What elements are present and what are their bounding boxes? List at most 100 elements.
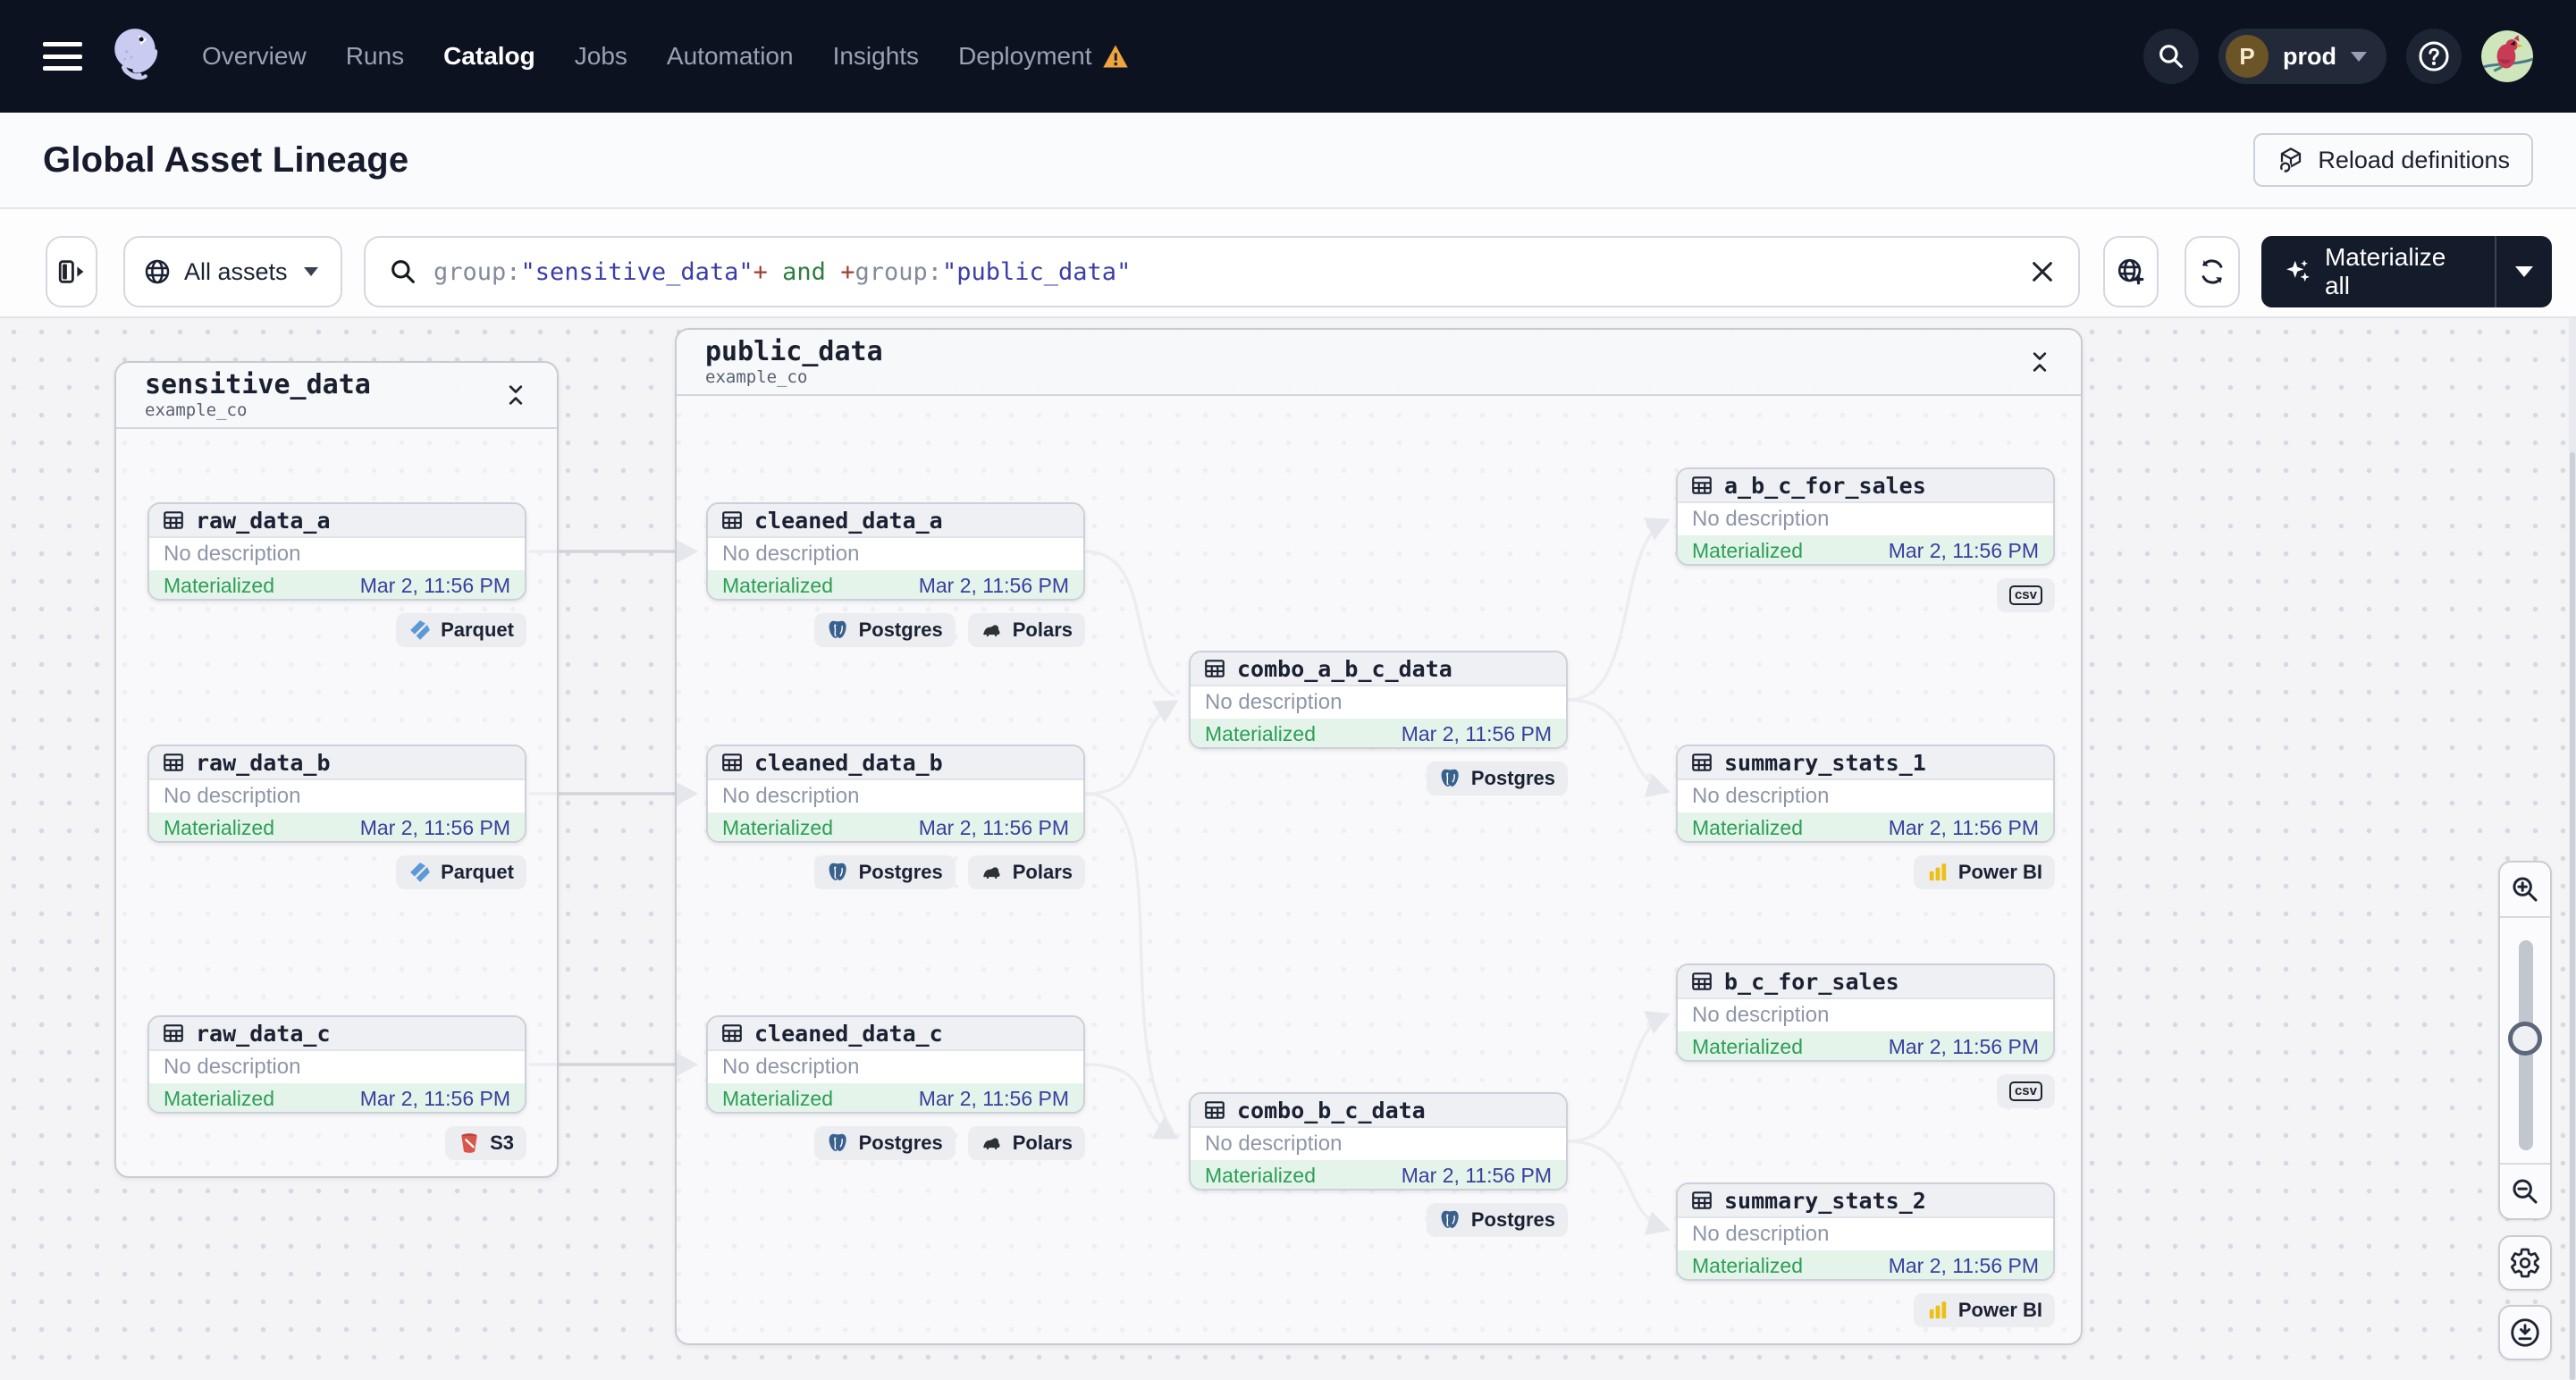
materialize-all-main[interactable]: Materialize all bbox=[2261, 236, 2495, 307]
nav-item-insights[interactable]: Insights bbox=[832, 42, 920, 70]
kind-badge-postgres[interactable]: Postgres bbox=[813, 613, 955, 647]
asset-node-summary-stats-2[interactable]: summary_stats_2 No description Materiali… bbox=[1676, 1182, 2055, 1281]
group-header[interactable]: sensitive_data example_co bbox=[116, 363, 557, 429]
asset-name: summary_stats_2 bbox=[1724, 1187, 1926, 1214]
chevron-down-icon bbox=[303, 267, 318, 276]
asset-node-header: cleaned_data_c bbox=[708, 1017, 1083, 1051]
asset-node-combo-a-b-c-data[interactable]: combo_a_b_c_data No description Material… bbox=[1189, 651, 1568, 749]
lineage-canvas[interactable]: sensitive_data example_co public_data ex… bbox=[0, 318, 2576, 1380]
kind-badge-powerbi[interactable]: Power BI bbox=[1913, 855, 2055, 889]
zoom-out-icon bbox=[2513, 1179, 2538, 1204]
sync-icon bbox=[2201, 259, 2223, 284]
asset-description: No description bbox=[1205, 1132, 1343, 1156]
kind-badge-parquet[interactable]: Parquet bbox=[396, 855, 526, 889]
asset-node-cleaned-data-a[interactable]: cleaned_data_a No description Materializ… bbox=[706, 502, 1085, 601]
chevron-down-icon bbox=[2351, 51, 2367, 62]
s3-icon bbox=[458, 1132, 481, 1155]
asset-node-cleaned-data-c[interactable]: cleaned_data_c No description Materializ… bbox=[706, 1015, 1085, 1114]
nav-item-catalog[interactable]: Catalog bbox=[443, 42, 535, 70]
clear-search-icon[interactable] bbox=[2028, 257, 2057, 286]
asset-description: No description bbox=[1692, 507, 1830, 531]
kind-badge-csv[interactable]: csv bbox=[1996, 1074, 2055, 1108]
zoom-in-button[interactable] bbox=[2500, 862, 2550, 918]
kind-badge-polars[interactable]: Polars bbox=[967, 855, 1085, 889]
zoom-slider-thumb[interactable] bbox=[2508, 1022, 2542, 1056]
nav-item-overview[interactable]: Overview bbox=[202, 42, 307, 70]
nav-item-jobs[interactable]: Jobs bbox=[574, 42, 627, 70]
asset-node-header: raw_data_a bbox=[149, 504, 525, 538]
collapse-group-icon[interactable] bbox=[503, 383, 528, 408]
asset-name: cleaned_data_b bbox=[754, 749, 943, 776]
asset-node-b-c-for-sales[interactable]: b_c_for_sales No description Materialize… bbox=[1676, 963, 2055, 1062]
kind-badge-label: Parquet bbox=[441, 861, 514, 883]
kind-badge-label: Postgres bbox=[858, 861, 943, 883]
environment-switcher[interactable]: P prod bbox=[2218, 29, 2387, 84]
dagster-logo-icon[interactable] bbox=[107, 23, 166, 90]
kind-badge-postgres[interactable]: Postgres bbox=[813, 1126, 955, 1160]
asset-name: raw_data_c bbox=[196, 1020, 331, 1047]
globe-icon bbox=[145, 259, 170, 284]
asset-node-cleaned-data-b[interactable]: cleaned_data_b No description Materializ… bbox=[706, 745, 1085, 843]
kind-badge-s3[interactable]: S3 bbox=[445, 1126, 526, 1160]
group-header[interactable]: public_data example_co bbox=[677, 330, 2081, 396]
global-search-button[interactable] bbox=[2143, 29, 2199, 84]
nav-item-runs[interactable]: Runs bbox=[345, 42, 405, 70]
nav-item-automation[interactable]: Automation bbox=[666, 42, 794, 70]
kind-badge-powerbi[interactable]: Power BI bbox=[1913, 1293, 2055, 1327]
asset-badges: Power BI bbox=[1676, 855, 2055, 889]
nav-item-deployment[interactable]: Deployment bbox=[958, 42, 1129, 71]
status-timestamp: Mar 2, 11:56 PM bbox=[1888, 1253, 2039, 1277]
canvas-scrollbar[interactable] bbox=[2569, 318, 2576, 1380]
polars-icon bbox=[981, 618, 1004, 642]
kind-badge-postgres[interactable]: Postgres bbox=[1426, 762, 1568, 795]
asset-node-a-b-c-for-sales[interactable]: a_b_c_for_sales No description Materiali… bbox=[1676, 467, 2055, 566]
polars-icon bbox=[981, 861, 1004, 884]
table-icon bbox=[162, 751, 185, 774]
table-icon bbox=[720, 509, 744, 532]
kind-badge-polars[interactable]: Polars bbox=[967, 1126, 1085, 1160]
kind-badge-label: Postgres bbox=[858, 618, 943, 641]
nav-item-deployment-label: Deployment bbox=[958, 42, 1092, 70]
reload-definitions-icon bbox=[2279, 147, 2302, 173]
page-header: Global Asset Lineage Reload definitions bbox=[0, 113, 2576, 209]
kind-badge-parquet[interactable]: Parquet bbox=[396, 613, 526, 647]
kind-badge-csv[interactable]: csv bbox=[1996, 578, 2055, 612]
asset-node-summary-stats-1[interactable]: summary_stats_1 No description Materiali… bbox=[1676, 745, 2055, 843]
help-button[interactable] bbox=[2406, 29, 2462, 84]
materialize-options-caret[interactable] bbox=[2496, 236, 2552, 307]
kind-badge-postgres[interactable]: Postgres bbox=[813, 855, 955, 889]
asset-search-input[interactable]: group:"sensitive_data"+ and +group:"publ… bbox=[364, 236, 2080, 307]
canvas-scrollbar-thumb[interactable] bbox=[2570, 452, 2575, 1380]
asset-node-header: combo_b_c_data bbox=[1191, 1094, 1566, 1128]
status-timestamp: Mar 2, 11:56 PM bbox=[918, 1086, 1069, 1110]
collapse-group-icon[interactable] bbox=[2027, 349, 2052, 374]
materialize-all-button[interactable]: Materialize all bbox=[2261, 236, 2552, 307]
reload-definitions-button[interactable]: Reload definitions bbox=[2253, 133, 2533, 187]
table-icon bbox=[1690, 970, 1713, 993]
refresh-graph-button[interactable] bbox=[2185, 236, 2240, 307]
add-scope-button[interactable] bbox=[2103, 236, 2159, 307]
zoom-out-button[interactable] bbox=[2500, 1163, 2550, 1218]
toggle-sidebar-button[interactable] bbox=[46, 236, 97, 307]
kind-badge-label: Power BI bbox=[1957, 1299, 2042, 1321]
graph-settings-button[interactable] bbox=[2498, 1235, 2552, 1291]
user-avatar[interactable] bbox=[2481, 30, 2533, 82]
kind-badge-polars[interactable]: Polars bbox=[967, 613, 1085, 647]
asset-scope-dropdown[interactable]: All assets bbox=[123, 236, 342, 307]
kind-badge-postgres[interactable]: Postgres bbox=[1426, 1203, 1568, 1237]
chevron-down-icon bbox=[2515, 266, 2533, 277]
asset-badges: Postgres Polars bbox=[706, 1126, 1085, 1160]
download-graph-button[interactable] bbox=[2498, 1305, 2552, 1360]
asset-node-header: combo_a_b_c_data bbox=[1191, 652, 1566, 686]
asset-name: a_b_c_for_sales bbox=[1724, 472, 1926, 499]
kind-badge-label: Parquet bbox=[441, 618, 514, 641]
asset-node-header: summary_stats_2 bbox=[1678, 1184, 2053, 1218]
asset-node-combo-b-c-data[interactable]: combo_b_c_data No description Materializ… bbox=[1189, 1092, 1568, 1191]
hamburger-menu-icon[interactable] bbox=[43, 42, 82, 71]
